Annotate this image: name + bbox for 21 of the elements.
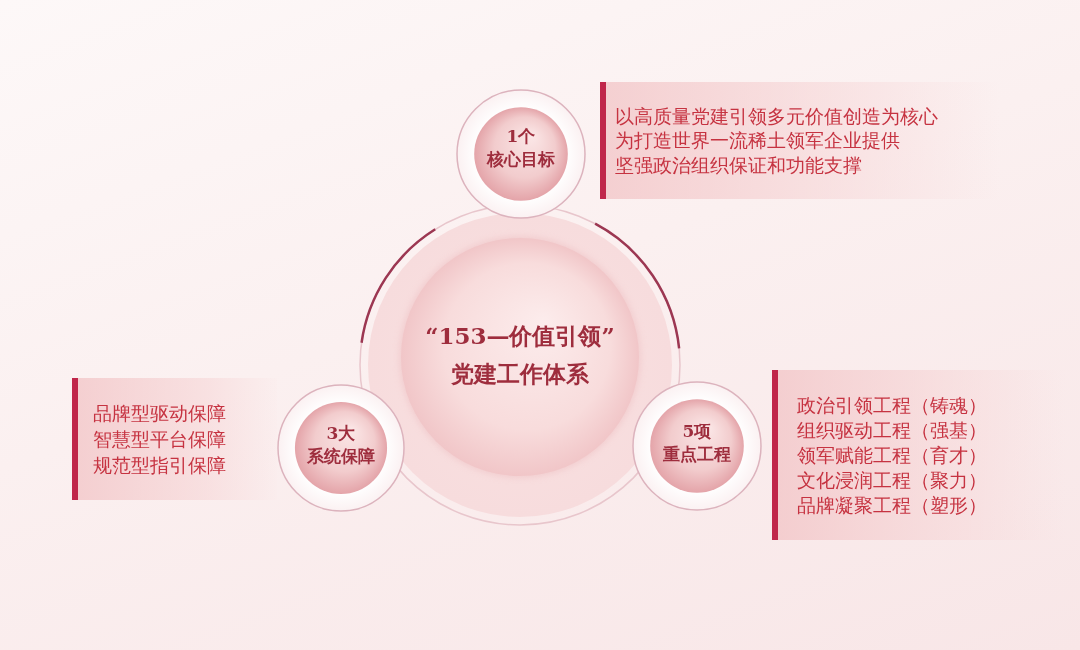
circle-label: 3大 (326, 422, 356, 445)
circle-label: 重点工程 (663, 443, 731, 466)
ring-circle (632, 381, 762, 511)
circle-label: 1个 (506, 125, 536, 148)
panel-text: 为打造世界一流稀土领军企业提供坚强政治组织保证和功能支撑 (615, 128, 901, 178)
panel-text: 组织驱动工程（强基） (797, 417, 987, 443)
hub-title: “153—价值引领” (425, 321, 615, 351)
panel-text: 以高质量党建引领多元价值创造为核心 (615, 103, 938, 129)
ring-circle (277, 384, 405, 512)
panel-text: 政治引领工程（铸魂） (797, 392, 987, 418)
panel-text: 品牌凝聚工程（塑形） (797, 492, 987, 518)
circle-label: 系统保障 (307, 445, 375, 468)
panel-text: 规范型指引保障 (93, 453, 226, 478)
panel-text: 领军赋能工程（育才） (797, 442, 987, 468)
panel-text: 文化浸润工程（聚力） (797, 467, 987, 493)
ring-circle (456, 89, 586, 219)
panel-text: 品牌型驱动保障 (93, 401, 226, 426)
hub-title: 党建工作体系 (451, 359, 589, 389)
circle-label: 5项 (682, 420, 712, 443)
circle-label: 核心目标 (487, 148, 555, 171)
panel-text: 智慧型平台保障 (93, 427, 226, 452)
